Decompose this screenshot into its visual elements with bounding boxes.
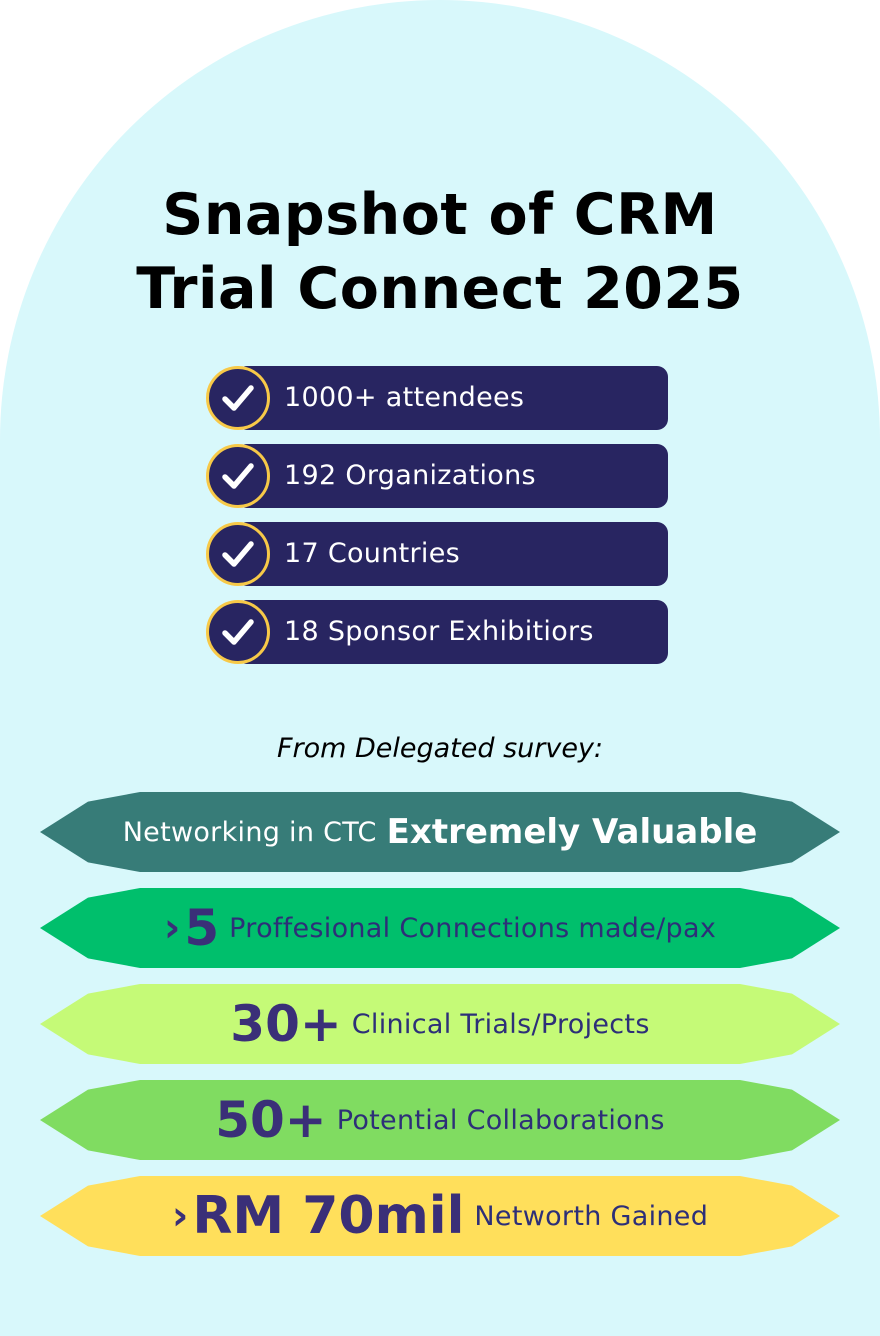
highlight-pill <box>236 600 668 664</box>
title-line-1: Snapshot of CRM <box>162 182 718 248</box>
survey-result-trials: 30+ Clinical Trials/Projects <box>40 984 840 1064</box>
highlight-pill <box>236 444 668 508</box>
title-line-2: Trial Connect 2025 <box>136 256 744 322</box>
survey-result-value: 30+ <box>230 995 342 1053</box>
highlight-pill <box>236 366 668 430</box>
highlight-attendees: 1000+ attendees <box>206 366 668 430</box>
survey-result-value: 5 <box>184 899 220 957</box>
survey-result-emphasis: Extremely Valuable <box>386 812 758 852</box>
survey-result-text: Networth Gained <box>474 1200 709 1232</box>
survey-result-collaborations: 50+ Potential Collaborations <box>40 1080 840 1160</box>
page-title: Snapshot of CRM Trial Connect 2025 <box>0 178 880 326</box>
check-icon <box>206 600 270 664</box>
survey-result-networth: › RM 70mil Networth Gained <box>40 1176 840 1256</box>
survey-result-text: Potential Collaborations <box>336 1104 665 1136</box>
greater-than-icon: › <box>163 905 181 951</box>
highlight-label: 18 Sponsor Exhibitiors <box>284 616 594 647</box>
check-icon <box>206 522 270 586</box>
highlight-label: 17 Countries <box>284 538 461 569</box>
greater-than-icon: › <box>171 1193 189 1239</box>
survey-result-networking: Networking in CTC Extremely Valuable <box>40 792 840 872</box>
survey-result-value: 50+ <box>215 1091 327 1149</box>
survey-result-connections: › 5 Proffesional Connections made/pax <box>40 888 840 968</box>
highlights-list: 1000+ attendees 192 Organizations 17 Cou… <box>206 366 668 678</box>
highlight-organizations: 192 Organizations <box>206 444 668 508</box>
highlight-sponsors: 18 Sponsor Exhibitiors <box>206 600 668 664</box>
check-icon <box>206 444 270 508</box>
survey-result-text: Networking in CTC <box>122 816 377 848</box>
check-icon <box>206 366 270 430</box>
survey-heading: From Delegated survey: <box>276 733 604 764</box>
highlight-label: 192 Organizations <box>284 460 536 491</box>
survey-result-text: Clinical Trials/Projects <box>351 1008 650 1040</box>
survey-result-text: Proffesional Connections made/pax <box>229 912 717 944</box>
highlight-pill <box>236 522 668 586</box>
survey-result-value: RM 70mil <box>192 1186 465 1246</box>
highlight-label: 1000+ attendees <box>284 382 525 413</box>
highlight-countries: 17 Countries <box>206 522 668 586</box>
